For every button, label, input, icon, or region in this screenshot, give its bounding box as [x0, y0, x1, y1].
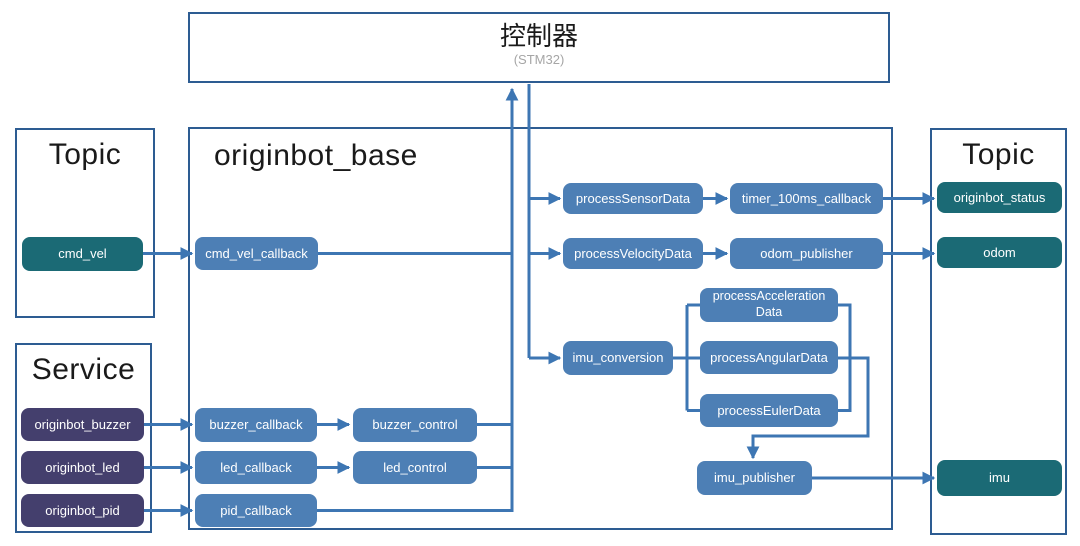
node-led-callback: led_callback	[195, 451, 317, 484]
controller-box: 控制器 (STM32)	[188, 12, 890, 83]
node-originbot-buzzer: originbot_buzzer	[21, 408, 144, 441]
node-process-acceleration-data: processAcceleration Data	[700, 288, 838, 322]
node-odom-publisher: odom_publisher	[730, 238, 883, 269]
node-timer-100ms-callback: timer_100ms_callback	[730, 183, 883, 214]
node-cmd-vel: cmd_vel	[22, 237, 143, 271]
topic-left-box: Topic	[15, 128, 155, 318]
node-process-angular-data: processAngularData	[700, 341, 838, 374]
node-imu-conversion: imu_conversion	[563, 341, 673, 375]
node-originbot-led: originbot_led	[21, 451, 144, 484]
node-label-line1: processAcceleration	[712, 289, 826, 304]
controller-title: 控制器	[499, 21, 578, 51]
node-odom: odom	[937, 237, 1062, 268]
node-imu: imu	[937, 460, 1062, 496]
controller-subtitle: (STM32)	[513, 51, 565, 67]
service-title: Service	[31, 353, 136, 386]
originbot-base-title: originbot_base	[214, 139, 418, 172]
node-process-velocity-data: processVelocityData	[563, 238, 703, 269]
topic-left-title: Topic	[48, 138, 122, 171]
node-cmd-vel-callback: cmd_vel_callback	[195, 237, 318, 270]
topic-right-title: Topic	[962, 138, 1035, 171]
node-imu-publisher: imu_publisher	[697, 461, 812, 495]
node-originbot-pid: originbot_pid	[21, 494, 144, 527]
node-led-control: led_control	[353, 451, 477, 484]
node-process-euler-data: processEulerData	[700, 394, 838, 427]
node-pid-callback: pid_callback	[195, 494, 317, 527]
node-process-sensor-data: processSensorData	[563, 183, 703, 214]
node-label-line2: Data	[755, 305, 783, 319]
node-buzzer-callback: buzzer_callback	[195, 408, 317, 442]
node-originbot-status: originbot_status	[937, 182, 1062, 213]
node-buzzer-control: buzzer_control	[353, 408, 477, 442]
